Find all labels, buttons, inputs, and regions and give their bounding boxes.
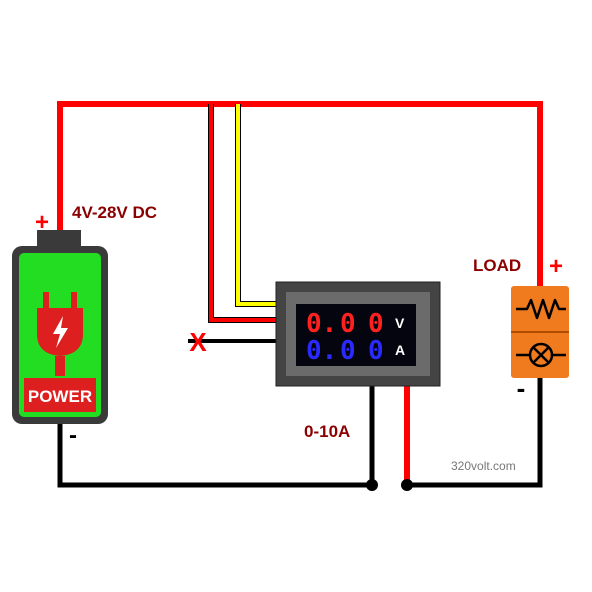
- supply-voltage-label: 4V-28V DC: [72, 203, 157, 222]
- meter-yellow-sense-lead: [235, 104, 278, 307]
- wires: [57, 101, 543, 491]
- current-digit-1: 0.: [306, 336, 337, 366]
- current-range-label: 0-10A: [304, 422, 350, 441]
- voltage-unit: V: [395, 315, 405, 331]
- load-label: LOAD: [473, 256, 521, 275]
- meter-display: [296, 304, 416, 366]
- current-digit-2: 0: [340, 336, 356, 366]
- meter-red-lead: [208, 104, 278, 323]
- voltage-digit-1: 0.: [306, 309, 337, 339]
- power-plug-icon: [37, 292, 83, 376]
- battery: POWER: [12, 230, 108, 424]
- power-label: POWER: [28, 387, 92, 406]
- power-label-box: [24, 378, 96, 412]
- panel-meter: 0. 0 0 V 0. 0 0 A: [275, 281, 441, 387]
- voltage-digit-2: 0: [340, 309, 356, 339]
- current-digit-3: 0: [368, 336, 384, 366]
- positive-supply-wire: [57, 101, 543, 286]
- current-unit: A: [395, 342, 405, 358]
- battery-terminal: [37, 230, 81, 250]
- load-negative-wire: [407, 378, 543, 488]
- load-minus-sign: -: [517, 373, 526, 403]
- battery-plus-sign: +: [35, 209, 49, 236]
- resistor-icon: [516, 298, 566, 320]
- battery-minus-sign: -: [69, 422, 77, 449]
- unused-wire-x-mark: X: [189, 327, 207, 357]
- junction-dot-left: [366, 479, 378, 491]
- voltage-digit-3: 0: [368, 309, 384, 339]
- load-plus-sign: +: [549, 253, 563, 280]
- watermark: 320volt.com: [451, 459, 516, 473]
- junction-dot-right: [401, 479, 413, 491]
- negative-return-wire: [57, 424, 372, 488]
- load-module: [511, 286, 569, 378]
- lamp-icon: [516, 342, 566, 368]
